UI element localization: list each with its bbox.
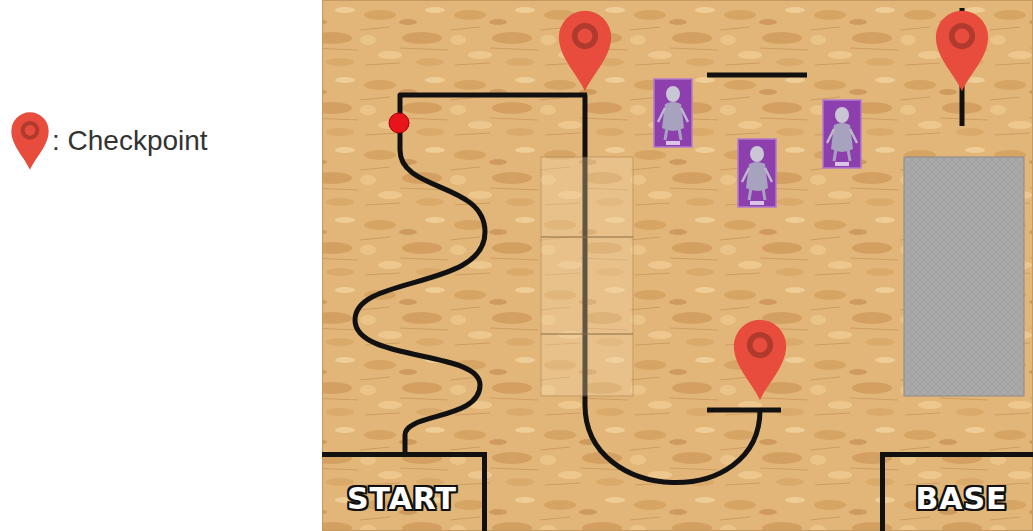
metal-plate [904, 157, 1024, 396]
stop-line [707, 408, 781, 413]
checkpoint-pin [559, 11, 611, 91]
legend-row: : Checkpoint [10, 110, 208, 172]
stop-line [707, 73, 807, 78]
board-edge [323, 1, 1033, 531]
checkpoint-pin [936, 11, 988, 91]
checkpoint-pin [10, 111, 50, 171]
checkpoint-pin [734, 320, 786, 400]
zone-box: BASE [880, 452, 1033, 531]
zone-label: START [347, 481, 457, 516]
enemy-card [738, 139, 776, 207]
wood-ramp [541, 157, 633, 396]
enemy-card [823, 100, 861, 168]
zone-label: BASE [915, 481, 1007, 516]
legend-label: : Checkpoint [52, 125, 208, 157]
zone-box: START [322, 452, 487, 531]
enemy-card [654, 79, 692, 147]
red-dot [389, 113, 409, 133]
